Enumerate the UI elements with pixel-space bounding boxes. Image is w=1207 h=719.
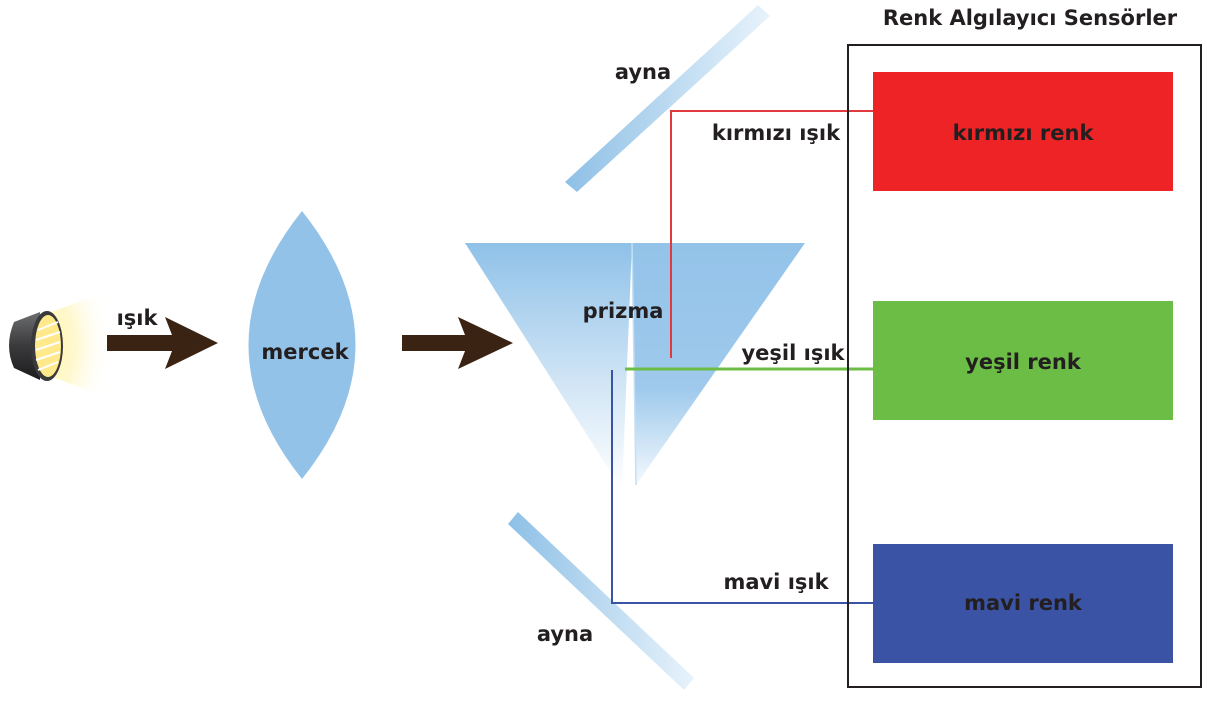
lens-arrow [402, 317, 513, 369]
blue-light-label: mavi ışık [723, 570, 829, 594]
sensor-blue: mavi renk [873, 544, 1173, 663]
red-light-path [670, 110, 873, 358]
sensor-green: yeşil renk [873, 301, 1173, 420]
lens [248, 211, 356, 479]
sensor-red-box [873, 72, 1173, 191]
mirror-top [565, 5, 770, 192]
sensors-title: Renk Algılayıcı Sensörler [883, 6, 1178, 30]
sensor-red-label: kırmızı renk [953, 121, 1095, 145]
mirror-bottom-label: ayna [537, 622, 593, 646]
sensor-green-box [873, 301, 1173, 420]
sensor-green-label: yeşil renk [965, 350, 1082, 374]
light-label: ışık [117, 306, 159, 330]
red-light-label: kırmızı ışık [712, 121, 841, 145]
sensor-blue-label: mavi renk [964, 591, 1083, 615]
light-arrow [107, 317, 218, 369]
lamp-icon [9, 290, 112, 400]
sensor-blue-box [873, 544, 1173, 663]
blue-light-path [611, 370, 873, 604]
lens-label: mercek [261, 340, 349, 364]
mirror-top-label: ayna [615, 60, 671, 84]
sensors-frame [847, 44, 1202, 688]
green-light-label: yeşil ışık [741, 341, 845, 365]
prism-label: prizma [583, 299, 664, 323]
mirror-bottom [508, 512, 694, 690]
prism [465, 242, 805, 490]
sensor-red: kırmızı renk [873, 72, 1173, 191]
